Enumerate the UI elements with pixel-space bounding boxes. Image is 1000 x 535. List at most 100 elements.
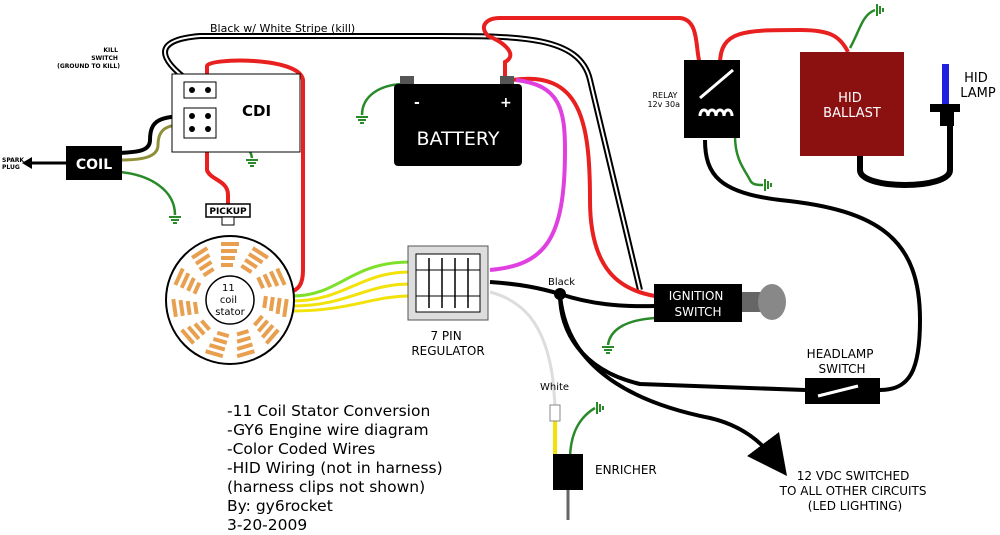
battery: - + BATTERY bbox=[394, 76, 522, 166]
coil-turn bbox=[221, 263, 233, 267]
white-wire-reg-enricher bbox=[489, 290, 557, 406]
relay-label: RELAY 12v 30a bbox=[647, 91, 680, 109]
ground-icon bbox=[876, 4, 884, 16]
hid-ballast-label: HID BALLAST bbox=[823, 91, 881, 121]
coil-turn bbox=[275, 297, 282, 315]
note-line: -GY6 Engine wire diagram bbox=[227, 421, 429, 439]
diagram-notes: -11 Coil Stator Conversion -GY6 Engine w… bbox=[227, 402, 443, 535]
stator-coil-winding bbox=[191, 246, 215, 278]
hid-ballast: HID BALLAST bbox=[800, 52, 904, 156]
coil-turn bbox=[256, 319, 270, 333]
pickup-sensor: PICKUP bbox=[205, 203, 251, 226]
stator-reg-wire-1 bbox=[291, 260, 411, 298]
coil-wire-1 bbox=[119, 114, 191, 155]
coil-turn bbox=[275, 267, 287, 286]
stator: 11 coil stator bbox=[165, 235, 295, 365]
ground-symbols bbox=[169, 4, 884, 414]
stator-coil-winding bbox=[180, 319, 211, 345]
ground-icon bbox=[169, 216, 181, 224]
enricher-connector bbox=[549, 404, 561, 422]
coil-turn bbox=[200, 319, 211, 332]
note-line: -HID Wiring (not in harness) bbox=[227, 459, 443, 477]
battery-plus: + bbox=[500, 95, 512, 111]
coil-turn bbox=[221, 256, 235, 260]
coil-turn bbox=[193, 322, 206, 336]
coil-turn bbox=[198, 260, 213, 272]
coil-turn bbox=[192, 281, 202, 295]
wire-junction bbox=[554, 288, 566, 300]
ground-icon bbox=[596, 402, 604, 414]
stator-coil-winding bbox=[240, 246, 269, 274]
white-wire-label: White bbox=[540, 382, 569, 393]
cdi-label: CDI bbox=[242, 102, 271, 120]
stator-label: 11 coil stator bbox=[215, 283, 245, 318]
pink-wire-battery-regulator bbox=[489, 78, 568, 272]
regulator-label: 7 PIN REGULATOR bbox=[411, 329, 484, 358]
coil-turn bbox=[268, 296, 275, 312]
note-line: By: gy6rocket bbox=[227, 497, 333, 515]
coil-turn bbox=[236, 329, 250, 337]
relay: RELAY 12v 30a bbox=[647, 60, 740, 138]
output-label: 12 VDC SWITCHED TO ALL OTHER CIRCUITS (L… bbox=[779, 469, 931, 513]
spark-plug-label: SPARK PLUG bbox=[2, 157, 26, 171]
kill-switch-label: KILL SWITCH (GROUND TO KILL) bbox=[57, 47, 120, 70]
stator-reg-wire-2 bbox=[291, 270, 411, 303]
pickup-label: PICKUP bbox=[209, 207, 247, 217]
stator-reg-wire-3 bbox=[291, 282, 411, 308]
stator-coil-winding bbox=[173, 267, 202, 295]
enricher: ENRICHER bbox=[553, 454, 657, 520]
kill-wire-label: Black w/ White Stripe (kill) bbox=[210, 22, 355, 35]
ignition-coil: COIL bbox=[22, 146, 122, 180]
headlamp-switch-label: HEADLAMP SWITCH bbox=[807, 347, 878, 376]
stator-coil-winding bbox=[256, 267, 287, 290]
headlamp-switch: HEADLAMP SWITCH bbox=[805, 347, 880, 404]
coil-turn bbox=[194, 253, 211, 266]
regulator: 7 PIN REGULATOR bbox=[407, 245, 489, 358]
coil-turn bbox=[236, 335, 252, 344]
coil-turn bbox=[260, 323, 275, 339]
stator-coils bbox=[171, 242, 289, 359]
ignition-switch-label: IGNITION SWITCH bbox=[669, 289, 727, 319]
coil-turn bbox=[208, 343, 226, 352]
coil-turn bbox=[178, 299, 185, 317]
stator-coil-winding bbox=[205, 330, 230, 359]
black-wire-junction-ignition bbox=[559, 292, 656, 309]
note-line: (harness clips not shown) bbox=[227, 478, 426, 496]
stator-coil-winding bbox=[252, 314, 280, 345]
coil-turn bbox=[264, 328, 280, 345]
coil-turn bbox=[221, 242, 239, 246]
ignition-switch: IGNITION SWITCH bbox=[654, 284, 786, 322]
ground-icon bbox=[356, 116, 368, 124]
battery-minus: - bbox=[414, 95, 420, 111]
red-wire-relay-ballast bbox=[718, 27, 850, 65]
black-wire-label: Black bbox=[548, 277, 575, 288]
coil-turn bbox=[269, 270, 280, 287]
coil-turn bbox=[212, 336, 228, 345]
coil-turn bbox=[236, 349, 255, 359]
note-line: 3-20-2009 bbox=[227, 516, 308, 534]
coil-turn bbox=[262, 273, 273, 288]
coil-turn bbox=[247, 252, 264, 265]
coil-turn bbox=[191, 246, 209, 260]
ground-icon bbox=[602, 346, 614, 354]
coil-turn bbox=[256, 276, 265, 290]
coil-turn bbox=[179, 272, 191, 289]
coil-turn bbox=[180, 328, 196, 345]
coil-turn bbox=[216, 330, 230, 339]
coil-turn bbox=[240, 264, 253, 274]
stator-coil-winding bbox=[236, 329, 255, 359]
coil-turn bbox=[252, 314, 264, 327]
red-wire-battery-ignition bbox=[511, 76, 656, 298]
note-line: -11 Coil Stator Conversion bbox=[227, 402, 431, 420]
coil-turn bbox=[173, 267, 185, 286]
stator-coil-winding bbox=[262, 295, 289, 318]
kill-wire bbox=[162, 33, 643, 291]
coil-label: COIL bbox=[76, 157, 112, 173]
coil-turn bbox=[186, 325, 201, 341]
enricher-label: ENRICHER bbox=[595, 463, 657, 477]
battery-label: BATTERY bbox=[416, 128, 499, 150]
black-wire-junction-output bbox=[558, 293, 788, 476]
coil-turn bbox=[186, 277, 196, 292]
coil-turn bbox=[244, 258, 258, 270]
